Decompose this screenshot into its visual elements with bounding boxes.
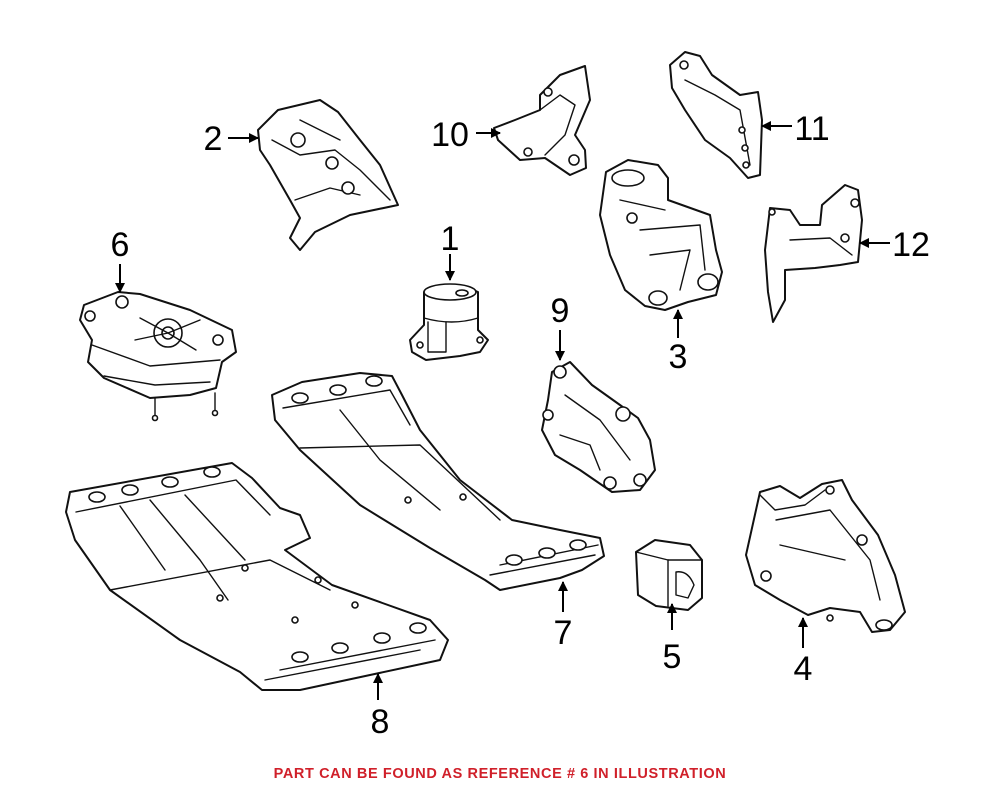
callout-11: 11 [794,110,829,148]
part-7-crossmember[interactable] [271,372,605,591]
part-3-bracket[interactable] [599,159,723,311]
part-9-bracket[interactable] [541,361,656,493]
part-10-bracket[interactable] [493,65,591,176]
callout-9: 9 [551,292,570,330]
part-6-transmission-mount[interactable] [79,291,237,422]
leader-lines [115,121,890,700]
callout-7: 7 [554,614,573,652]
callout-1: 1 [441,220,460,258]
callout-5: 5 [663,638,682,676]
part-2-heat-shield[interactable] [257,99,399,251]
part-1-engine-mount[interactable] [409,283,489,361]
part-12-bracket[interactable] [764,184,863,323]
callout-10: 10 [431,116,469,154]
part-5-bushing[interactable] [635,539,703,611]
callout-2: 2 [204,120,223,158]
part-11-bracket[interactable] [669,51,763,179]
callout-6: 6 [111,226,130,264]
part-8-subframe[interactable] [65,462,449,691]
part-4-mount[interactable] [745,479,906,633]
callout-3: 3 [669,338,688,376]
callout-numbers: 1 2 3 4 5 6 7 8 9 10 11 12 [111,110,930,741]
callout-4: 4 [794,650,813,688]
callout-12: 12 [892,226,930,264]
reference-note: PART CAN BE FOUND AS REFERENCE # 6 IN IL… [273,766,727,782]
callout-8: 8 [371,703,390,741]
